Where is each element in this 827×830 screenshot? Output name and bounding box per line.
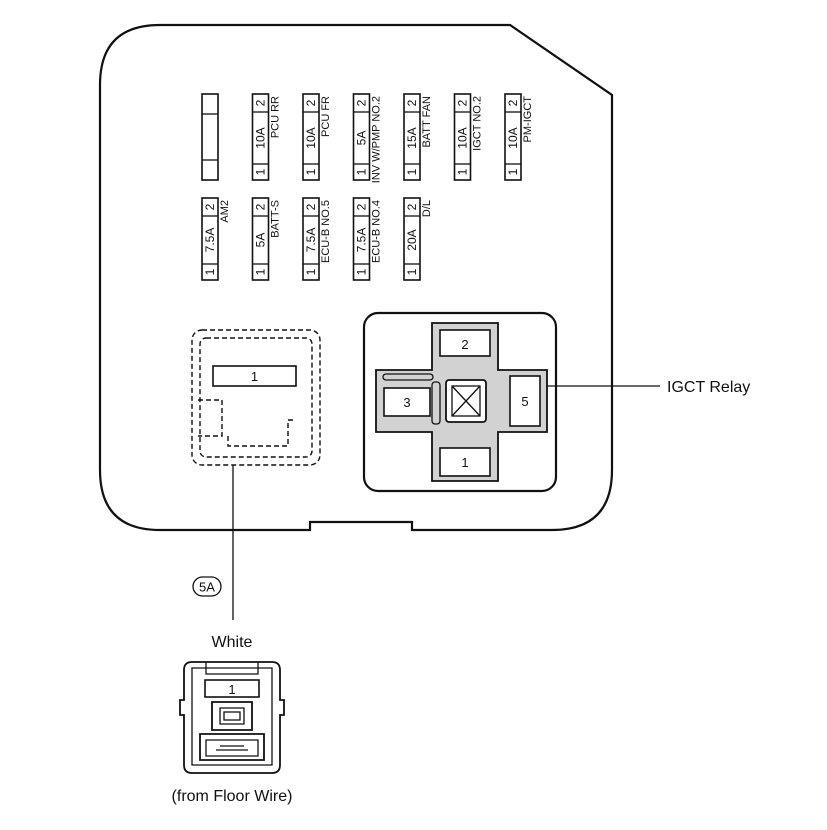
fuse-body bbox=[403, 197, 421, 281]
fuse-rating: 15A bbox=[405, 127, 419, 148]
junction-block-outline bbox=[98, 23, 614, 532]
fuse-pin-left: 1 bbox=[405, 268, 419, 275]
relay-pin-2: 2 bbox=[461, 337, 468, 352]
fuse-pin-right: 2 bbox=[506, 99, 520, 106]
fuse-pin-right: 2 bbox=[405, 99, 419, 106]
fuse-name: PCU FR bbox=[320, 96, 332, 137]
fuse-pin-left: 1 bbox=[506, 168, 520, 175]
fuse-rating: 7.5A bbox=[304, 228, 318, 253]
connector-code-text: 5A bbox=[199, 580, 215, 595]
relay-pin-3: 3 bbox=[403, 395, 410, 410]
relay-label: IGCT Relay bbox=[667, 379, 750, 396]
fuse-pin-right: 2 bbox=[355, 203, 369, 210]
fuse-body bbox=[453, 93, 472, 181]
fuse-pin-left: 1 bbox=[304, 268, 318, 275]
fuse-pin-left: 1 bbox=[203, 268, 217, 275]
fuse-pin-right: 2 bbox=[456, 99, 470, 106]
fuse-pin-right: 2 bbox=[405, 203, 419, 210]
fuse-rating: 10A bbox=[456, 127, 470, 148]
fuse-pin-right: 2 bbox=[203, 203, 217, 210]
fuse-name: IGCT NO.2 bbox=[472, 96, 484, 151]
fuse-rating: 10A bbox=[506, 127, 520, 148]
fuse-rating: 7.5A bbox=[203, 228, 217, 253]
fuse-name: D/L bbox=[421, 200, 433, 217]
connector-source-label: (from Floor Wire) bbox=[172, 788, 293, 805]
fuse-1-3: 2 10A 1 PCU FR bbox=[302, 93, 332, 181]
fuse-body bbox=[352, 93, 371, 181]
connector-code-badge: 5A bbox=[192, 576, 222, 597]
fuse-rating: 20A bbox=[405, 229, 419, 250]
connector-socket: 1 bbox=[191, 329, 321, 466]
fuse-rating: 7.5A bbox=[355, 228, 369, 253]
fuse-2-1: 2 7.5A 1 AM2 bbox=[201, 197, 231, 281]
fuse-body bbox=[251, 93, 270, 181]
relay-pin-5: 5 bbox=[521, 394, 528, 409]
fuse-pin-right: 2 bbox=[254, 99, 268, 106]
fuse-rating: 5A bbox=[355, 131, 369, 146]
floor-wire-connector[interactable]: 1 bbox=[179, 661, 285, 774]
relay-pin-3-box bbox=[383, 387, 431, 417]
relay-pin-1-box bbox=[439, 447, 491, 477]
connector-color-label: White bbox=[212, 634, 253, 651]
fuse-pin-right: 2 bbox=[304, 203, 318, 210]
fuse-pin-left: 1 bbox=[254, 168, 268, 175]
fuse-name: INV W/PMP NO.2 bbox=[371, 96, 383, 183]
fuse-body bbox=[201, 93, 219, 181]
fuse-body bbox=[302, 93, 320, 181]
fuse-body bbox=[302, 197, 320, 281]
fuse-name: AM2 bbox=[219, 200, 231, 223]
fuse-pin-left: 1 bbox=[254, 268, 268, 275]
fuse-rating: 10A bbox=[254, 127, 268, 148]
fuse-body bbox=[201, 197, 219, 281]
fuse-name: PM-IGCT bbox=[522, 96, 534, 143]
fuse-pin-left: 1 bbox=[304, 168, 318, 175]
fuse-pin-right: 2 bbox=[355, 99, 369, 106]
relay-pin-2-box bbox=[439, 329, 491, 357]
fuse-rating: 10A bbox=[304, 127, 318, 148]
fuse-body bbox=[504, 93, 522, 181]
fuse-name: PCU RR bbox=[270, 96, 282, 138]
igct-relay-socket[interactable]: 2 3 5 1 bbox=[362, 311, 558, 493]
fuse-pin-left: 1 bbox=[355, 268, 369, 275]
fuse-body bbox=[352, 197, 371, 281]
fuse-1-5: 2 15A 1 BATT FAN bbox=[403, 93, 433, 181]
fuse-rating: 5A bbox=[254, 233, 268, 248]
connector-pin-label: 1 bbox=[251, 369, 258, 384]
fuse-pin-left: 1 bbox=[355, 168, 369, 175]
fuse-pin-left: 1 bbox=[456, 168, 470, 175]
fuse-2-5: 2 20A 1 D/L bbox=[403, 197, 433, 281]
floor-connector-pin-box bbox=[204, 679, 260, 698]
fuse-1-2: 2 10A 1 PCU RR bbox=[251, 93, 282, 181]
fuse-name: BATT FAN bbox=[421, 96, 433, 148]
floor-connector-pin-label: 1 bbox=[228, 682, 235, 697]
fuse-body bbox=[403, 93, 421, 181]
fuse-pin-left: 1 bbox=[405, 168, 419, 175]
fuse-name: ECU-B NO.4 bbox=[371, 200, 383, 263]
fuse-pin-right: 2 bbox=[254, 203, 268, 210]
fuse-1-7: 2 10A 1 PM-IGCT bbox=[504, 93, 534, 181]
fuse-name: ECU-B NO.5 bbox=[320, 200, 332, 263]
fuse-2-2: 2 5A 1 BATT-S bbox=[251, 197, 282, 281]
fuse-1-6: 2 10A 1 IGCT NO.2 bbox=[453, 93, 484, 181]
fuse-name: BATT-S bbox=[270, 200, 282, 238]
relay-pin-5-box bbox=[509, 375, 541, 427]
fuse-pin-right: 2 bbox=[304, 99, 318, 106]
connector-pin-box bbox=[212, 365, 297, 387]
relay-pin-1: 1 bbox=[461, 455, 468, 470]
fuse-body bbox=[251, 197, 270, 281]
fuse-1-1 bbox=[201, 93, 219, 181]
